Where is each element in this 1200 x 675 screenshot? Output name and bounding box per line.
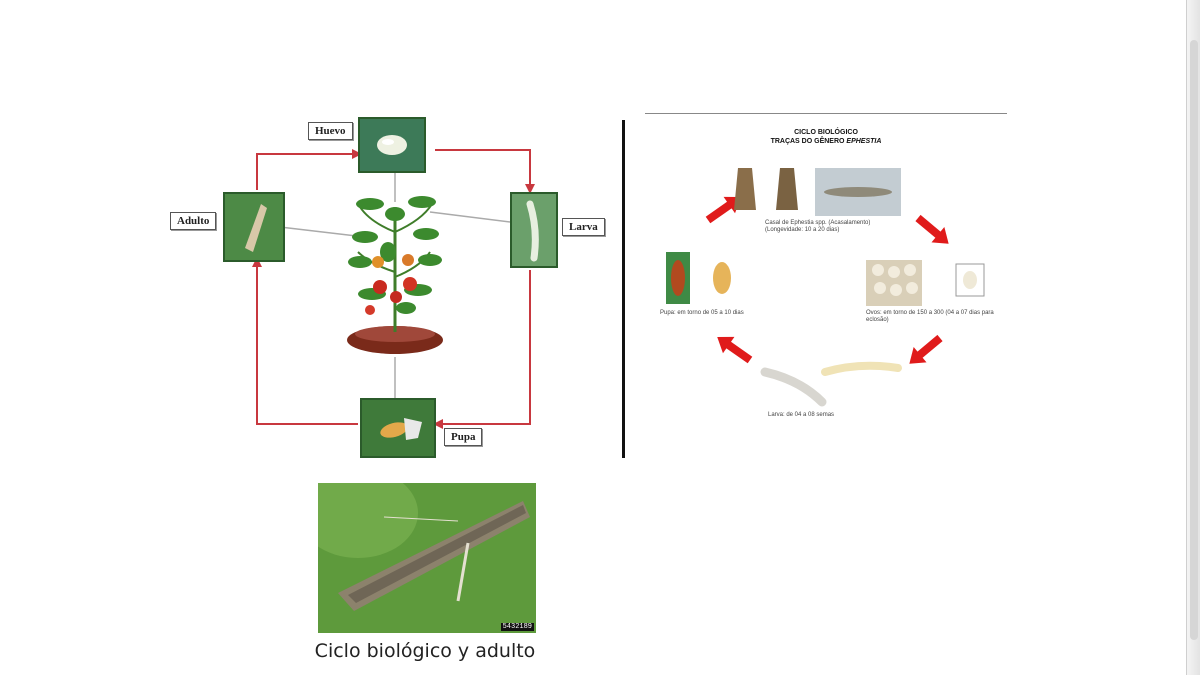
egg-photo [358,117,426,173]
stage-label-egg: Huevo [308,122,353,140]
egg-caption: Ovos: em torno de 150 a 300 (04 a 07 dia… [866,310,994,323]
pupa-photo [360,398,436,458]
tomato-plant-illustration [347,196,443,354]
genus-name: EPHESTIA [846,138,882,145]
stage-label-adult: Adulto [170,212,217,230]
ephestia-life-cycle-diagram: CICLO BIOLÓGICO TRAÇAS DO GÊNERO EPHESTI… [640,110,1012,440]
figure-caption: Ciclo biológico y adulto [314,640,536,662]
tomato-pest-life-cycle-diagram: Huevo Larva Pupa Adulto [160,112,615,467]
stage-label-pupa: Pupa [444,428,483,446]
life-cycle-arrows [252,149,535,429]
adult-moth-photo [223,192,285,262]
ephestia-eggs [866,260,985,306]
vertical-scrollbar[interactable] [1186,0,1200,675]
photo-id-code: 5432189 [500,623,534,631]
horizontal-rule [645,113,1007,114]
ephestia-cycle-title: CICLO BIOLÓGICO TRAÇAS DO GÊNERO EPHESTI… [640,128,1012,146]
ephestia-adult-pair [734,168,901,216]
ephestia-pupae [666,252,731,304]
adult-caption: Casal de Ephestia spp. (Acasalamento) (L… [765,220,871,233]
pupa-caption: Pupa: em torno de 05 a 10 dias [660,310,744,316]
vertical-divider [622,120,625,458]
ephestia-cycle-arrows [666,168,985,407]
larva-photo [510,192,558,268]
ephestia-larvae [760,361,902,407]
scrollbar-thumb[interactable] [1190,40,1198,640]
adult-moth-closeup-photo: 5432189 [318,483,536,633]
stage-label-larva: Larva [562,218,605,236]
larva-caption: Larva: de 04 a 08 semas [768,412,835,418]
title-line-2: TRAÇAS DO GÊNERO EPHESTIA [770,138,882,145]
title-line-1: CICLO BIOLÓGICO [794,129,858,136]
